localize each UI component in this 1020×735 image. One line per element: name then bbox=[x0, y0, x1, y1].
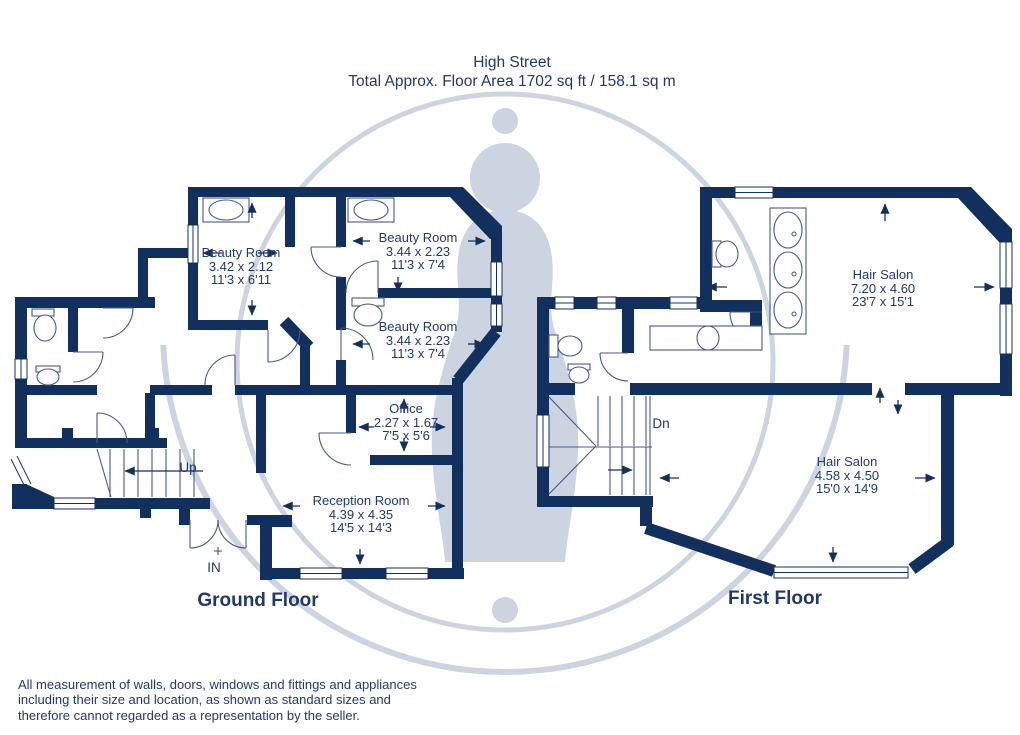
sink-first-floor-wc bbox=[567, 363, 591, 384]
first-floor-windows bbox=[536, 186, 1013, 579]
disclaimer-text: All measurement of walls, doors, windows… bbox=[18, 677, 417, 723]
first-floor-plan bbox=[536, 186, 1013, 579]
room-label-beauty-room-2: Beauty Room 3.44 x 2.23 11'3 x 7'4 bbox=[378, 230, 458, 272]
entrance-label: IN bbox=[207, 560, 221, 575]
first-floor-title: First Floor bbox=[728, 588, 822, 609]
counter-sink bbox=[649, 325, 763, 351]
first-floor-dimension-arrows bbox=[659, 203, 995, 563]
disclaimer-line-3: therefore cannot regarded as a represent… bbox=[18, 707, 360, 723]
ground-floor-walls bbox=[12, 187, 502, 580]
plan-title-street: High Street bbox=[473, 54, 551, 71]
ground-floor-stairs bbox=[96, 448, 195, 498]
stairs-up-label: Up bbox=[179, 460, 197, 475]
disclaimer-line-2: including their size and location, as sh… bbox=[18, 692, 391, 708]
ground-floor-title: Ground Floor bbox=[197, 590, 319, 611]
disclaimer-line-1: All measurement of walls, doors, windows… bbox=[18, 677, 417, 692]
room-label-office: Office 2.27 x 1.67 7'5 x 5'6 bbox=[373, 401, 439, 443]
ground-floor-dimension-arrows bbox=[124, 202, 486, 565]
first-floor-stairs bbox=[548, 396, 652, 495]
toilet-wc bbox=[31, 308, 57, 342]
sink-wc bbox=[35, 365, 61, 386]
room-label-hair-salon-1: Hair Salon 7.20 x 4.60 23'7 x 15'1 bbox=[850, 267, 916, 309]
room-label-hair-salon-2: Hair Salon 4.58 x 4.50 15'0 x 14'9 bbox=[814, 454, 880, 496]
room-label-reception-room: Reception Room 4.39 x 4.35 14'5 x 14'3 bbox=[312, 493, 410, 535]
wash-basins-column bbox=[769, 207, 807, 335]
room-label-beauty-room-1: Beauty Room 3.42 x 2.12 11'3 x 6'11 bbox=[201, 245, 281, 287]
ground-floor-fixtures bbox=[31, 197, 395, 386]
sink-landing bbox=[711, 240, 739, 268]
ground-floor-doors bbox=[72, 246, 379, 555]
ground-floor-windows bbox=[10, 224, 503, 580]
sink-beauty-room-3 bbox=[351, 297, 385, 327]
toilet-first-floor-wc bbox=[548, 334, 583, 358]
room-label-beauty-room-3: Beauty Room 3.44 x 2.23 11'3 x 7'4 bbox=[378, 319, 458, 361]
ground-floor-plan bbox=[10, 187, 503, 580]
sink-beauty-room-1 bbox=[202, 197, 250, 223]
stairs-down-label: Dn bbox=[652, 416, 670, 431]
first-floor-fixtures bbox=[548, 207, 807, 384]
plan-title-area: Total Approx. Floor Area 1702 sq ft / 15… bbox=[348, 73, 676, 90]
sink-beauty-room-2 bbox=[347, 197, 395, 223]
plan-title: High Street Total Approx. Floor Area 170… bbox=[348, 53, 675, 91]
first-floor-walls bbox=[537, 187, 1012, 577]
